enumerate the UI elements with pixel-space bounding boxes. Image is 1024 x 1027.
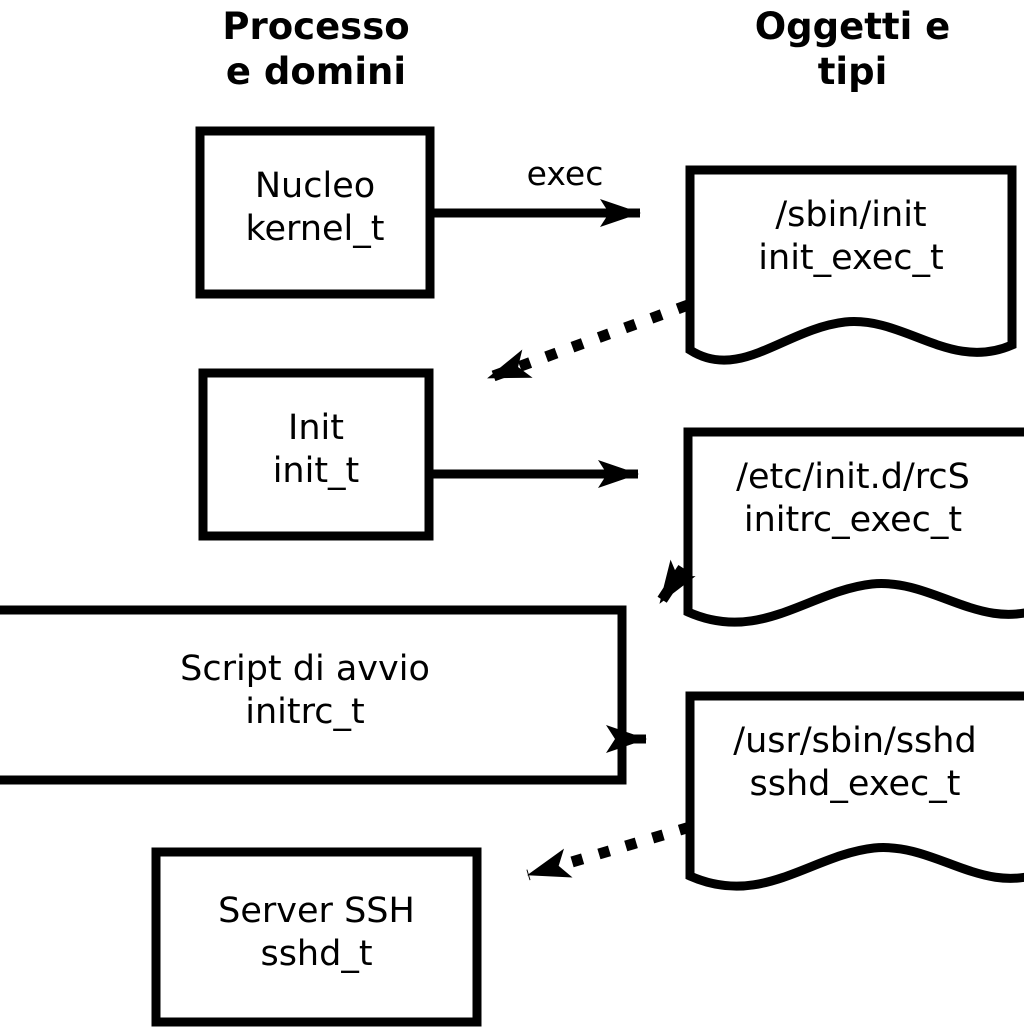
process-node-initrc[interactable] [0, 605, 627, 785]
object-node-init-exec[interactable] [685, 165, 1017, 365]
process-node-sshd[interactable] [151, 847, 482, 1027]
object-node-sshd-exec[interactable] [685, 691, 1024, 891]
process-node-init[interactable] [198, 368, 434, 541]
edge-initrc-exec-to-initrc [655, 559, 696, 607]
column-header-objects: Oggetti e tipi [754, 5, 951, 93]
edge-sshd-exec-to-sshd [526, 821, 692, 881]
object-node-initrc-exec[interactable] [683, 427, 1024, 627]
column-header-processes: Processo e domini [222, 5, 410, 93]
process-node-kernel[interactable] [195, 126, 435, 299]
edge-init-exec-to-init [486, 299, 690, 384]
edge-label-exec: exec [526, 154, 604, 193]
